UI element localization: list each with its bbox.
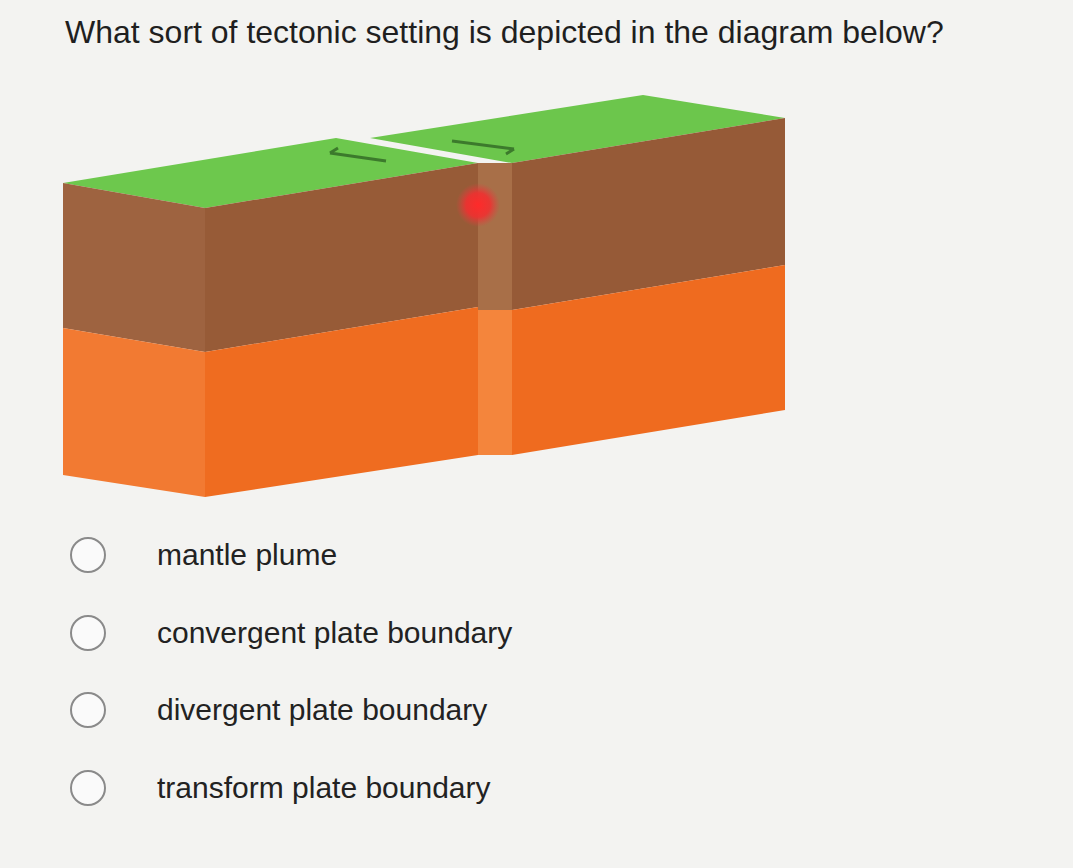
- motion-arrow: [452, 141, 514, 154]
- answer-option: transform plate boundary: [157, 770, 491, 806]
- earthquake-focus: [456, 183, 500, 227]
- question-title: What sort of tectonic setting is depicte…: [65, 14, 944, 51]
- radio-button: [71, 616, 105, 650]
- fault-face-mantle: [478, 310, 512, 455]
- motion-arrow: [330, 148, 386, 161]
- answer-option: mantle plume: [157, 537, 337, 573]
- right-block-mantle: [512, 265, 785, 455]
- left-side-mantle: [63, 328, 205, 497]
- answer-option: divergent plate boundary: [157, 692, 487, 728]
- radio-button: [71, 693, 105, 727]
- radio-button: [71, 771, 105, 805]
- answer-option: convergent plate boundary: [157, 615, 512, 651]
- left-block-mantle: [205, 307, 478, 497]
- radio-button: [71, 538, 105, 572]
- left-side-crust: [63, 183, 205, 352]
